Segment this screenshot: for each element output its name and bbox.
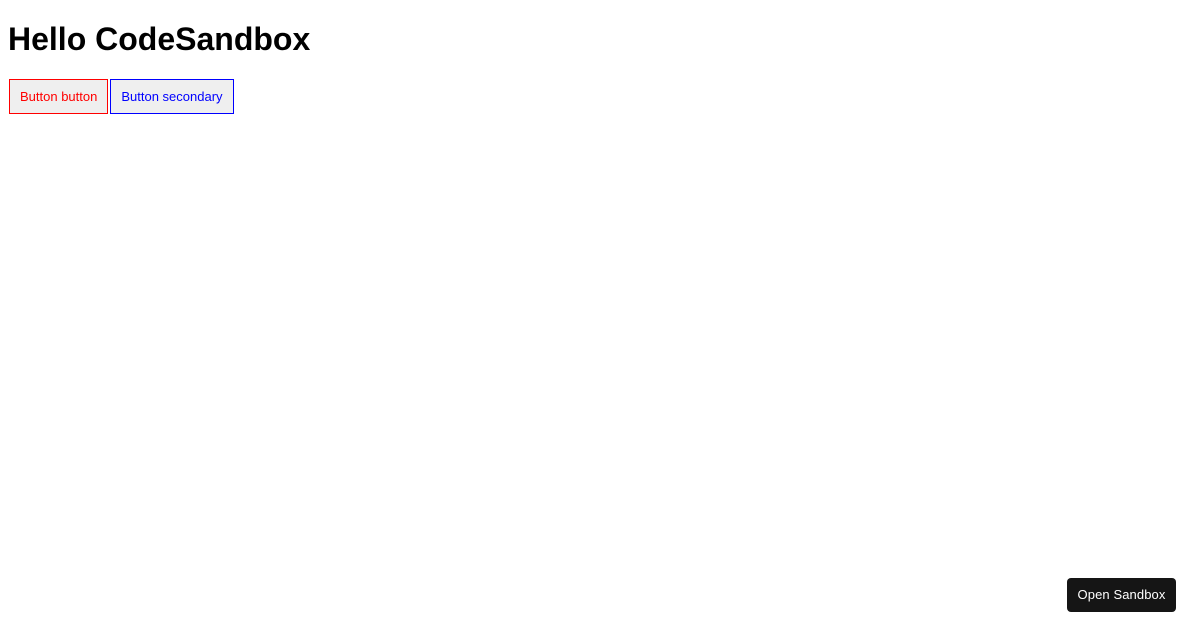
button-primary[interactable]: Button button: [9, 79, 109, 114]
button-group: Button button Button secondary: [9, 79, 1192, 114]
page-title: Hello CodeSandbox: [8, 21, 311, 57]
button-secondary[interactable]: Button secondary: [110, 79, 234, 114]
open-sandbox-button[interactable]: Open Sandbox: [1067, 578, 1176, 612]
